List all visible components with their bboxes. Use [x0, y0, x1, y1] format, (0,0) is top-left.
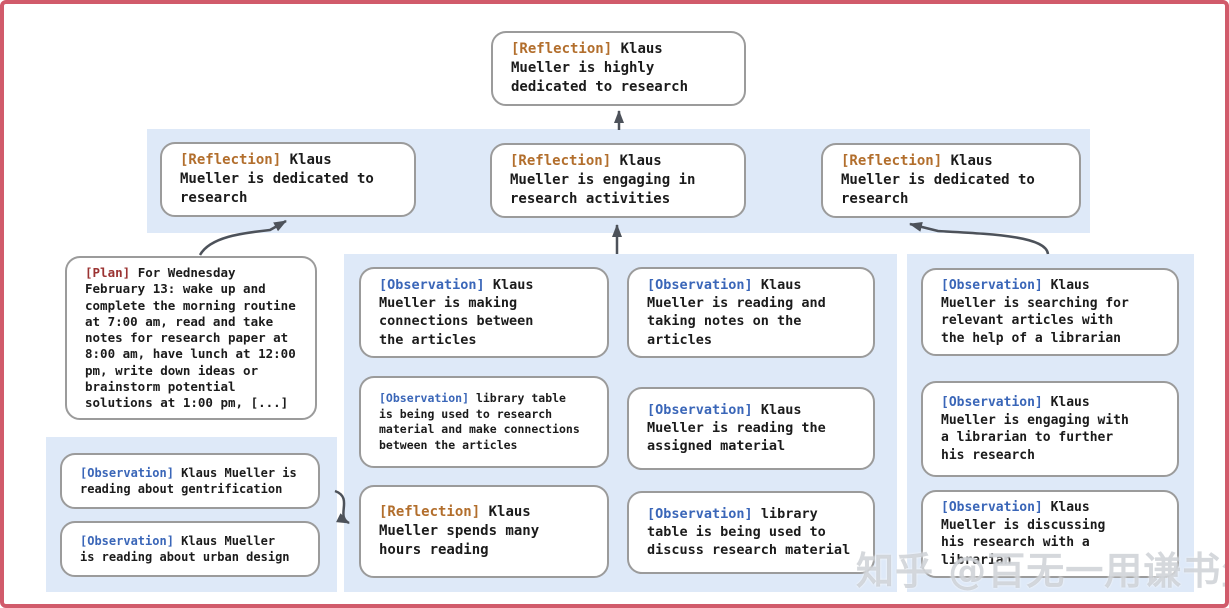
node-observation-assigned-material: [Observation] Klaus Mueller is reading t… [627, 387, 875, 470]
plan-tag: [Plan] [85, 265, 131, 280]
observation-tag: [Observation] [80, 466, 174, 480]
node-text: Klaus Mueller is engaging in research ac… [510, 153, 696, 207]
reflection-tag: [Reflection] [180, 152, 282, 168]
node-observation-connections: [Observation] Klaus Mueller is making co… [359, 267, 609, 358]
node-observation-library-discuss: [Observation] library table is being use… [627, 491, 875, 574]
observation-tag: [Observation] [941, 500, 1043, 515]
node-observation-urban-design: [Observation] Klaus Mueller is reading a… [60, 521, 320, 578]
observation-tag: [Observation] [941, 278, 1043, 293]
node-text: Klaus Mueller spends many hours reading [379, 504, 540, 558]
node-text: Klaus Mueller is engaging with a librari… [941, 395, 1129, 463]
node-text: Klaus Mueller is dedicated to research [180, 152, 374, 206]
node-text: library table is being used to research … [379, 391, 580, 452]
node-reflection-top: [Reflection] Klaus Mueller is highly ded… [491, 31, 746, 106]
observation-tag: [Observation] [941, 395, 1043, 410]
node-text: Klaus Mueller is dedicated to research [841, 153, 1035, 207]
node-reflection-mid: [Reflection] Klaus Mueller is engaging i… [490, 143, 746, 218]
node-text: Klaus Mueller is reading the assigned ma… [647, 402, 826, 455]
zhihu-watermark: 知乎 @百无一用谦书生 [856, 549, 1229, 593]
node-text: For Wednesday February 13: wake up and c… [85, 265, 296, 410]
node-observation-engaging-librarian: [Observation] Klaus Mueller is engaging … [921, 381, 1179, 478]
node-observation-searching-articles: [Observation] Klaus Mueller is searching… [921, 268, 1179, 357]
observation-tag: [Observation] [647, 277, 753, 293]
reflection-tag: [Reflection] [511, 41, 613, 57]
node-reflection-right: [Reflection] Klaus Mueller is dedicated … [821, 143, 1081, 218]
node-observation-discussing-librarian: [Observation] Klaus Mueller is discussin… [921, 490, 1179, 579]
node-text: Klaus Mueller is highly dedicated to res… [511, 41, 689, 95]
node-reflection-left: [Reflection] Klaus Mueller is dedicated … [160, 142, 416, 217]
node-text: Klaus Mueller is discussing his research… [941, 500, 1106, 568]
node-text: Klaus Mueller is searching for relevant … [941, 278, 1129, 346]
node-text: Klaus Mueller is reading about urban des… [80, 534, 290, 565]
node-observation-library-research: [Observation] library table is being use… [359, 376, 609, 469]
node-plan: [Plan] For Wednesday February 13: wake u… [65, 256, 317, 421]
observation-tag: [Observation] [80, 534, 174, 548]
reflection-tag: [Reflection] [510, 153, 612, 169]
observation-tag: [Observation] [379, 391, 470, 405]
node-text: library table is being used to discuss r… [647, 506, 851, 559]
node-text: Klaus Mueller is reading about gentrific… [80, 466, 297, 497]
reflection-tag: [Reflection] [379, 504, 481, 520]
observation-tag: [Observation] [379, 277, 485, 293]
observation-tag: [Observation] [647, 506, 753, 522]
node-text: Klaus Mueller is making connections betw… [379, 277, 534, 348]
node-reflection-hours-reading: [Reflection] Klaus Mueller spends many h… [359, 485, 609, 578]
node-text: Klaus Mueller is reading and taking note… [647, 277, 826, 348]
node-observation-gentrification: [Observation] Klaus Mueller is reading a… [60, 453, 320, 510]
observation-tag: [Observation] [647, 402, 753, 418]
reflection-tag: [Reflection] [841, 153, 943, 169]
node-observation-taking-notes: [Observation] Klaus Mueller is reading a… [627, 267, 875, 358]
